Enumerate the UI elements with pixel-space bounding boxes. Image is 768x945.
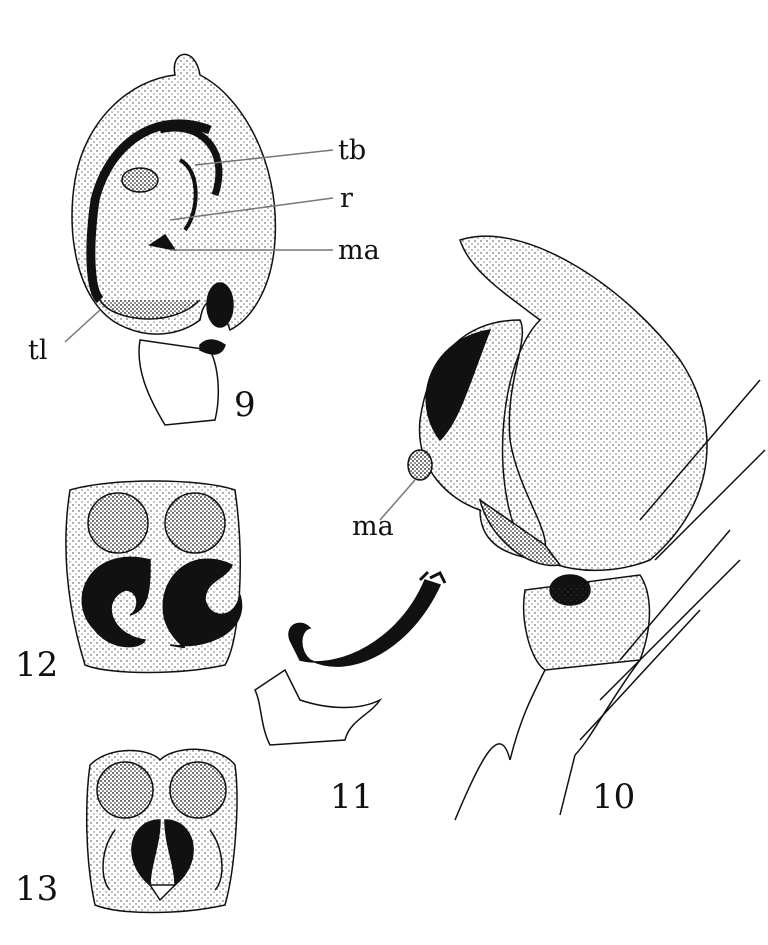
label-r: r	[340, 183, 353, 214]
figure-13-epigyne	[85, 748, 238, 914]
figure-10-palp	[407, 235, 766, 821]
figure-11-structure	[254, 570, 447, 746]
figure-number-13: 13	[15, 869, 59, 909]
figure-number-9: 9	[234, 385, 256, 425]
figure-number-10: 10	[592, 777, 636, 817]
figure-9-palp	[71, 53, 277, 426]
label-tl: tl	[28, 335, 48, 366]
label-tb: tb	[338, 135, 367, 166]
figure-number-12: 12	[15, 645, 59, 685]
figure-number-11: 11	[330, 777, 374, 817]
label-ma: ma	[338, 235, 380, 266]
label-ma-fig10: ma	[352, 511, 394, 542]
figure-12-epigyne	[65, 480, 243, 674]
label-leader-lines	[64, 149, 416, 521]
